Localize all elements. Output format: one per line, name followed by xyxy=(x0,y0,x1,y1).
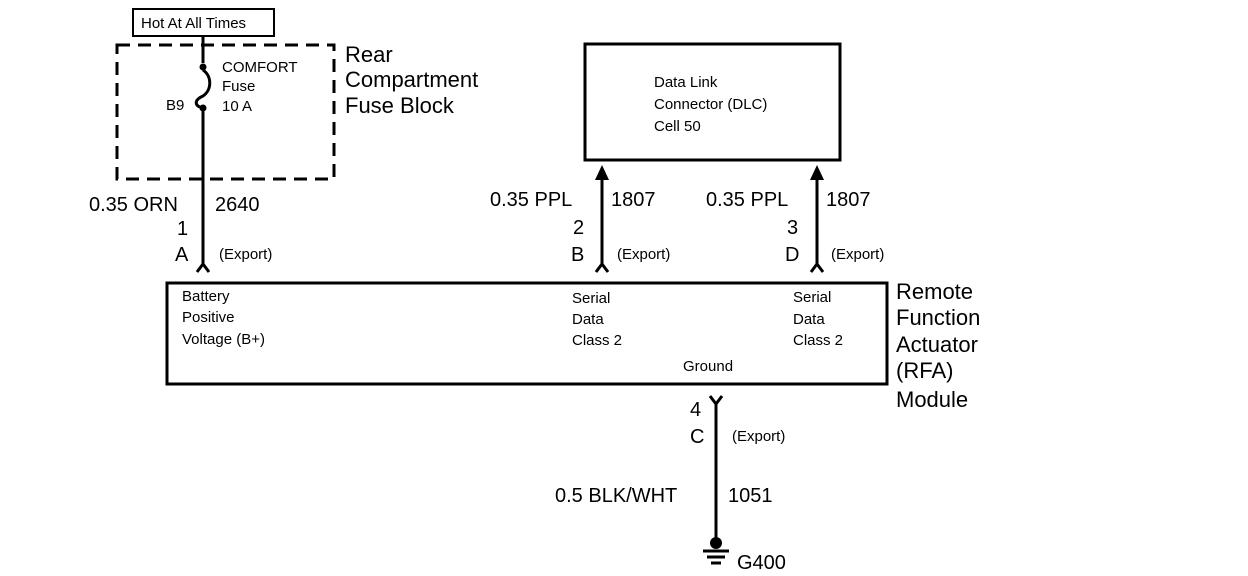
rfa-title-2: Function xyxy=(896,305,980,330)
serial-d-wire-spec: 0.35 PPL xyxy=(706,189,788,211)
arrow-up-icon xyxy=(595,165,609,180)
rfa-title-4: (RFA) xyxy=(896,358,953,383)
serial-b-pin-label-1: Serial xyxy=(572,290,610,307)
ground-wire-spec: 0.5 BLK/WHT xyxy=(555,485,677,507)
serial-b-pin-label-3: Class 2 xyxy=(572,332,622,349)
rfa-title-1: Remote xyxy=(896,279,973,304)
arrow-up-icon xyxy=(810,165,824,180)
serial-b-wire-cavity: B xyxy=(571,244,584,266)
fuse-block-title-2: Compartment xyxy=(345,67,478,92)
connector-d-symbol xyxy=(809,261,825,273)
serial-b-wire-circuit: 1807 xyxy=(611,189,656,211)
battery-pin-label-1: Battery xyxy=(182,288,230,305)
fuse-name: COMFORT xyxy=(222,59,298,76)
fuse-type: Fuse xyxy=(222,78,255,95)
serial-d-pin-label-1: Serial xyxy=(793,289,831,306)
ground-wire: 4 C (Export) 0.5 BLK/WHT 1051 G400 xyxy=(555,395,786,574)
ground-pin-label: Ground xyxy=(683,358,733,375)
ground-wire-cavity: C xyxy=(690,426,704,448)
connector-a-symbol xyxy=(195,261,211,273)
power-source-label: Hot At All Times xyxy=(132,8,275,37)
serial-b-wire-note: (Export) xyxy=(617,246,670,263)
dlc-label-3: Cell 50 xyxy=(654,118,701,135)
rear-fuse-block: COMFORT Fuse 10 A B9 Rear Compartment Fu… xyxy=(115,36,478,181)
dlc-label-1: Data Link xyxy=(654,74,718,91)
serial-b-pin-label-2: Data xyxy=(572,311,604,328)
battery-wire-note: (Export) xyxy=(219,246,272,263)
fuse-symbol xyxy=(194,63,212,112)
battery-wire-circuit: 2640 xyxy=(215,194,260,216)
fuse-id: B9 xyxy=(166,97,184,114)
ground-wire-pin: 4 xyxy=(690,399,701,421)
serial-d-wire-pin: 3 xyxy=(787,217,798,239)
ground-icon xyxy=(703,537,729,565)
serial-data-wire-b: 0.35 PPL 1807 2 B (Export) xyxy=(490,165,670,273)
fuse-rating: 10 A xyxy=(222,98,252,115)
battery-wire-pin: 1 xyxy=(177,218,188,240)
battery-wire-spec: 0.35 ORN xyxy=(89,194,178,216)
serial-d-wire-note: (Export) xyxy=(831,246,884,263)
serial-d-wire-circuit: 1807 xyxy=(826,189,871,211)
ground-wire-note: (Export) xyxy=(732,428,785,445)
battery-wire: 0.35 ORN 2640 1 A (Export) xyxy=(89,108,272,273)
ground-point-label: G400 xyxy=(737,552,786,574)
rfa-title-3: Actuator xyxy=(896,332,978,357)
serial-b-wire-spec: 0.35 PPL xyxy=(490,189,572,211)
connector-b-symbol xyxy=(594,261,610,273)
fuse-block-title-1: Rear xyxy=(345,42,393,67)
serial-d-pin-label-2: Data xyxy=(793,311,825,328)
serial-d-pin-label-3: Class 2 xyxy=(793,332,843,349)
battery-pin-label-2: Positive xyxy=(182,309,235,326)
battery-pin-label-3: Voltage (B+) xyxy=(182,331,265,348)
rfa-title-5: Module xyxy=(896,387,968,412)
serial-data-wire-d: 0.35 PPL 1807 3 D (Export) xyxy=(706,165,884,273)
battery-wire-cavity: A xyxy=(175,244,189,266)
dlc-label-2: Connector (DLC) xyxy=(654,96,767,113)
serial-d-wire-cavity: D xyxy=(785,244,799,266)
fuse-block-title-3: Fuse Block xyxy=(345,93,455,118)
dlc-box: Data Link Connector (DLC) Cell 50 xyxy=(583,42,842,162)
connector-c-symbol xyxy=(708,395,724,407)
rfa-module: Battery Positive Voltage (B+) Serial Dat… xyxy=(165,279,980,412)
ground-wire-circuit: 1051 xyxy=(728,485,773,507)
power-source-text: Hot At All Times xyxy=(141,15,246,32)
serial-b-wire-pin: 2 xyxy=(573,217,584,239)
